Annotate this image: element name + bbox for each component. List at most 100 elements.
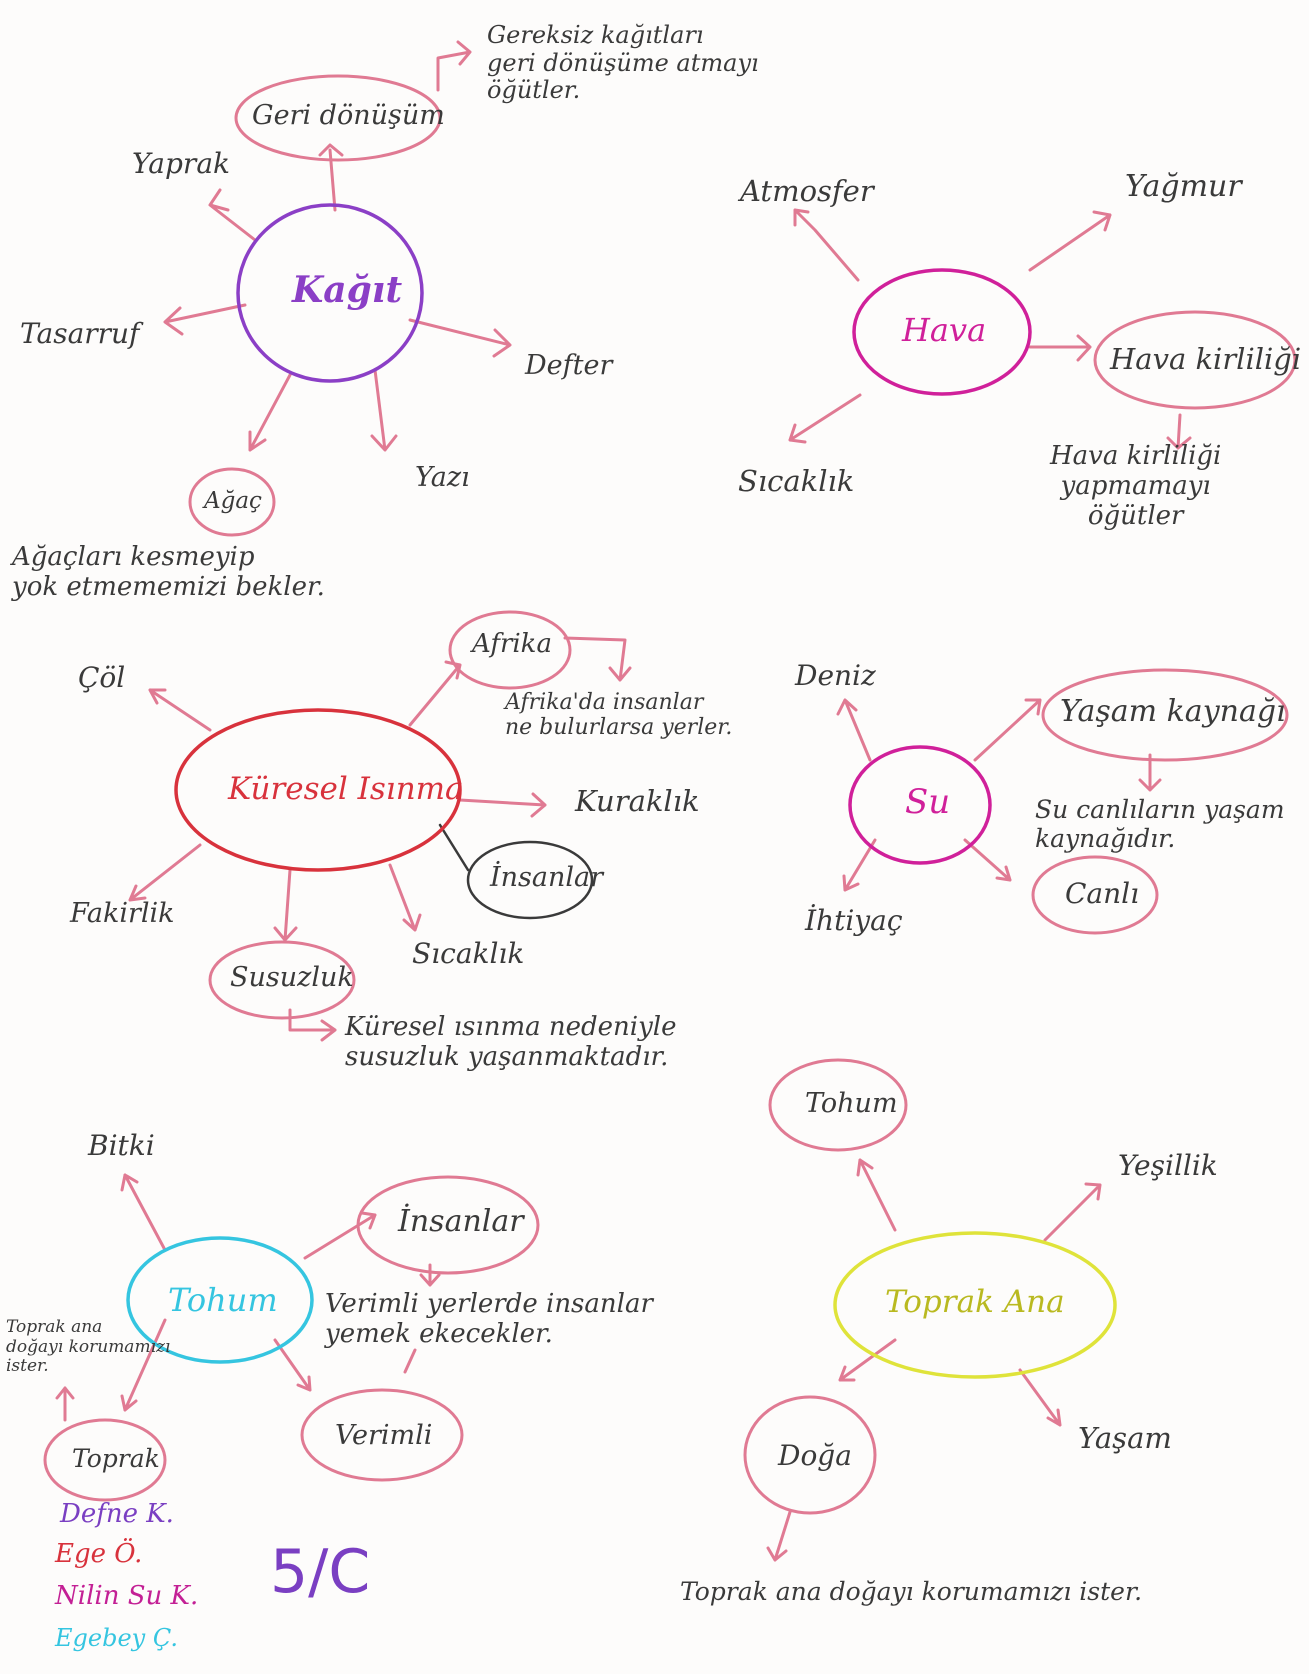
center-toprak-ana: Toprak Ana — [885, 1284, 1065, 1320]
note-doga: Toprak ana doğayı korumamızı ister. — [680, 1577, 1143, 1606]
doga-to-note-arrow — [766, 1510, 792, 1562]
node-yagmur: Yağmur — [1125, 169, 1242, 204]
susuzluk-bubble — [208, 940, 356, 1020]
center-hava: Hava — [902, 311, 987, 349]
toprak-ana-center-circle — [833, 1231, 1117, 1379]
toprak-bubble — [43, 1418, 167, 1502]
kuresel-to-sicaklik-arrow — [388, 863, 422, 932]
signature-3: Nilin Su K. — [55, 1581, 199, 1611]
insanlar-bubble — [466, 840, 594, 920]
center-kuresel-isinma: Küresel Isınma — [228, 771, 464, 807]
kagit-to-yaprak-arrow — [208, 188, 257, 242]
node-col: Çöl — [78, 661, 126, 694]
verimli-to-note-line — [403, 1348, 417, 1374]
insanlar-2-bubble — [356, 1175, 540, 1275]
tohum-2-bubble — [768, 1058, 908, 1152]
tohum-cluster-lines — [55, 1173, 441, 1422]
tohum-to-insanlar-arrow — [303, 1211, 377, 1260]
node-sicaklik-hava: Sıcaklık — [738, 464, 855, 498]
hava-to-kirlilik-arrow — [1028, 334, 1092, 362]
kagit-to-yazi-arrow — [370, 368, 398, 452]
node-yaprak: Yaprak — [132, 147, 230, 180]
note-yasam-kaynagi: Su canlıların yaşam kaynağıdır. — [1035, 795, 1285, 853]
insanlar-to-note-arrow — [419, 1263, 441, 1287]
agac-bubble — [188, 467, 276, 537]
su-to-yasam-arrow — [973, 698, 1042, 762]
toprak-to-note-arrow — [55, 1386, 75, 1422]
node-doga: Doğa — [778, 1439, 852, 1472]
note-geri-donusum: Gereksiz kağıtları geri dönüşüme atmayı … — [487, 21, 759, 105]
canli-bubble — [1031, 855, 1159, 935]
kirlilik-to-note-arrow — [1166, 413, 1192, 450]
kuresel-cluster-lines — [128, 636, 632, 1042]
kagit-to-tasarruf-arrow — [163, 303, 247, 336]
signature-1: Defne K. — [60, 1499, 174, 1529]
node-insanlar: İnsanlar — [490, 862, 604, 893]
hava-to-atmosfer-arrow — [793, 208, 860, 282]
hava-cluster-lines — [788, 208, 1192, 450]
kuresel-to-susuzluk-arrow — [273, 868, 298, 942]
node-hava-kirliligi: Hava kirliliği — [1110, 342, 1302, 376]
node-defter: Defter — [525, 350, 613, 381]
node-bitki: Bitki — [88, 1129, 155, 1162]
note-susuzluk: Küresel ısınma nedeniyle susuzluk yaşanm… — [345, 1012, 677, 1072]
hava-to-yagmur-arrow — [1028, 210, 1112, 272]
node-insanlar-tohum: İnsanlar — [398, 1204, 524, 1239]
geri-donusum-bubble — [234, 74, 442, 162]
note-hava-kirliligi: Hava kirliliği yapmamayı öğütler — [1050, 441, 1222, 531]
geri-to-note-arrow — [436, 40, 472, 92]
doga-bubble — [743, 1395, 877, 1515]
node-canli: Canlı — [1065, 877, 1140, 910]
su-to-deniz-arrow — [836, 698, 872, 762]
node-sicaklik-kuresel: Sıcaklık — [412, 937, 525, 970]
center-kagit: Kağıt — [292, 269, 403, 311]
kagit-cluster-lines — [163, 40, 512, 452]
node-susuzluk: Susuzluk — [230, 962, 354, 993]
center-su: Su — [905, 782, 951, 822]
class-label: 5/C — [270, 1537, 371, 1607]
node-yesillik: Yeşillik — [1118, 1149, 1218, 1182]
kuresel-to-afrika-arrow — [408, 660, 462, 727]
node-yasam-kaynagi: Yaşam kaynağı — [1060, 694, 1286, 729]
toprakana-to-doga-arrow — [838, 1338, 897, 1382]
hava-center-circle — [852, 268, 1032, 396]
signature-2: Ege Ö. — [55, 1539, 143, 1569]
node-yazi: Yazı — [415, 462, 470, 493]
toprakana-to-yesillik-arrow — [1043, 1182, 1102, 1242]
toprakana-to-tohum-arrow — [856, 1158, 897, 1232]
note-agac: Ağaçları kesmeyip yok etmememizi bekler. — [12, 542, 325, 602]
kagit-to-agac-arrow — [248, 373, 292, 452]
su-to-ihtiyac-arrow — [842, 838, 877, 892]
note-afrika: Afrika'da insanlar ne bulurlarsa yerler. — [505, 690, 733, 741]
kirlilik-bubble — [1093, 310, 1297, 410]
note-toprak: Toprak ana doğayı korumamızı ister. — [6, 1317, 171, 1377]
su-to-canli-arrow — [963, 838, 1012, 882]
node-ihtiyac: İhtiyaç — [805, 904, 903, 937]
tohum-to-bitki-arrow — [120, 1173, 167, 1252]
toprak-ana-cluster-lines — [766, 1158, 1102, 1562]
toprakana-to-yasam-arrow — [1018, 1368, 1062, 1427]
su-center-circle — [848, 745, 992, 865]
signature-4: Egebey Ç. — [55, 1624, 178, 1652]
tohum-to-toprak-arrow — [120, 1318, 167, 1412]
afrika-to-note-arrow — [563, 636, 632, 682]
kuresel-center-circle — [174, 708, 462, 872]
kagit-to-defter-arrow — [408, 318, 512, 358]
node-tasarruf: Tasarruf — [20, 317, 140, 350]
hava-to-sicaklik-arrow — [788, 393, 862, 444]
node-geri-donusum: Geri dönüşüm — [252, 100, 445, 131]
kuresel-to-col-arrow — [148, 688, 212, 732]
tohum-center-circle — [126, 1236, 314, 1364]
node-agac: Ağaç — [204, 488, 262, 514]
node-atmosfer: Atmosfer — [740, 174, 874, 208]
note-verimli: Verimli yerlerde insanlar yemek ekecekle… — [325, 1289, 653, 1349]
kagit-center-circle — [236, 203, 424, 383]
node-toprak: Toprak — [72, 1444, 160, 1473]
kuresel-to-kuraklik-arrow — [458, 792, 547, 818]
yasam-bubble — [1041, 668, 1289, 762]
node-yasam-toprak: Yaşam — [1078, 1421, 1172, 1455]
verimli-bubble — [300, 1388, 464, 1482]
node-deniz: Deniz — [795, 659, 876, 692]
